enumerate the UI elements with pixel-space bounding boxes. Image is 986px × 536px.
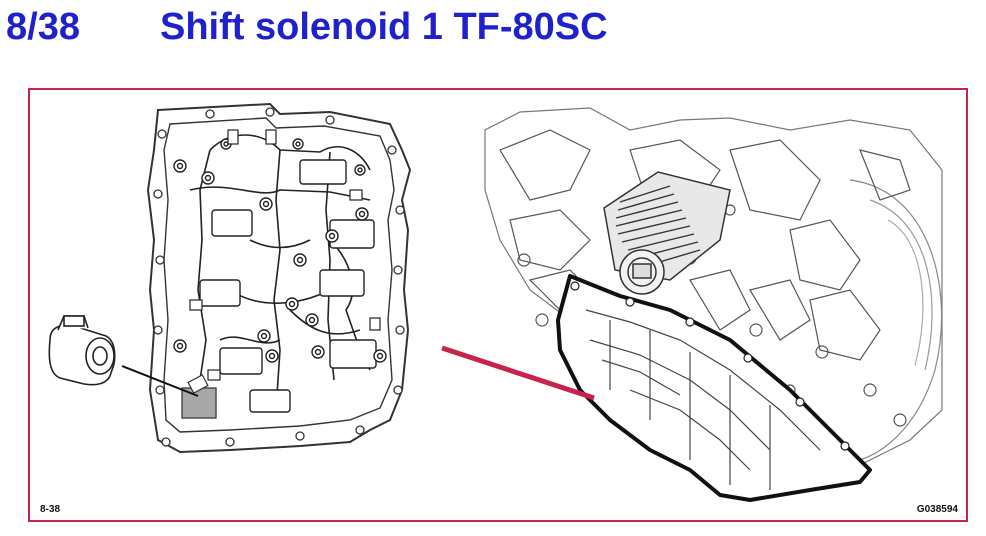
oil-pan-icon	[556, 274, 872, 502]
figure-id-right: G038594	[916, 504, 958, 515]
red-pointer-line	[441, 345, 595, 401]
control-module-icon	[603, 171, 731, 295]
page-title: Shift solenoid 1 TF-80SC	[160, 6, 608, 48]
figure-id-left: 8-38	[40, 504, 61, 515]
transmission-icon	[484, 107, 943, 471]
diagram-svg	[48, 102, 943, 502]
title-bar: 8/38 Shift solenoid 1 TF-80SC	[6, 2, 976, 52]
leader-line	[121, 365, 199, 397]
diagram-frame: 8-38 G038594	[28, 88, 968, 522]
page-number: 8/38	[6, 6, 80, 48]
solenoid-icon	[48, 315, 116, 386]
shift-solenoid-1-highlight	[181, 374, 217, 419]
valve-body-icon	[146, 102, 412, 454]
